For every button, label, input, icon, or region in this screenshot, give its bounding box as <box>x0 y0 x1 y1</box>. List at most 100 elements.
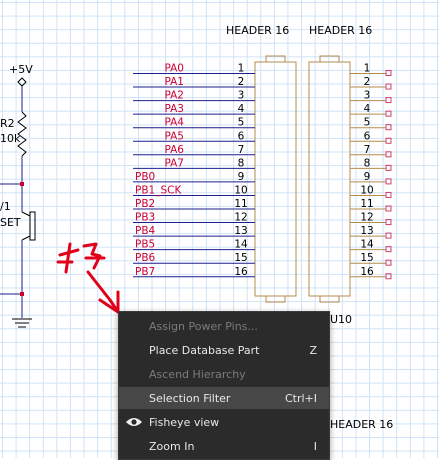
net-label[interactable]: PB7 <box>135 266 155 278</box>
pin-marker[interactable] <box>385 178 392 185</box>
net-label[interactable]: PB3 <box>135 212 155 224</box>
pin-marker[interactable] <box>385 232 392 239</box>
left-pin-number: 4 <box>238 103 245 115</box>
right-pin-number: 5 <box>364 117 371 129</box>
net-label[interactable]: PA6 <box>164 144 184 156</box>
resistor-value: 10k <box>0 132 21 145</box>
net-label[interactable]: PB1_SCK <box>135 184 182 196</box>
left-pin-number: 16 <box>234 266 248 278</box>
pin-marker[interactable] <box>385 219 392 226</box>
right-pin-number: 7 <box>364 144 371 156</box>
pin-marker[interactable] <box>385 191 392 198</box>
left-pin-number: 7 <box>238 144 245 156</box>
pin-marker[interactable] <box>385 246 392 253</box>
right-pin-number: 1 <box>364 63 371 75</box>
left-pin-number: 10 <box>234 184 247 196</box>
left-header-tab-bottom <box>265 295 286 303</box>
net-label[interactable]: PA0 <box>164 63 184 75</box>
left-header-title: HEADER 16 <box>226 24 289 37</box>
net-label[interactable]: PA7 <box>164 157 184 169</box>
pin-marker[interactable] <box>385 151 392 158</box>
pin-marker[interactable] <box>385 70 392 76</box>
pin-marker[interactable] <box>385 273 392 280</box>
right-pin-number: 3 <box>364 90 371 102</box>
right-pin-number: 14 <box>360 239 374 251</box>
left-header-body[interactable] <box>254 61 297 297</box>
net-label[interactable]: PB6 <box>135 252 156 264</box>
right-header-body[interactable] <box>308 61 351 297</box>
net-label[interactable]: PA5 <box>164 130 184 142</box>
left-pin-number: 2 <box>238 76 245 88</box>
pin-marker[interactable] <box>385 137 392 144</box>
left-pin-number: 11 <box>234 198 247 210</box>
pin-marker[interactable] <box>385 83 392 90</box>
left-pin-number: 14 <box>234 239 248 251</box>
left-pin-number: 1 <box>238 63 245 75</box>
net-label[interactable]: PA1 <box>164 76 184 88</box>
left-pin-number: 8 <box>238 157 245 169</box>
pin-marker[interactable] <box>385 124 392 131</box>
menu-item-label: Zoom In <box>149 440 195 453</box>
net-label[interactable]: PA3 <box>164 103 184 115</box>
switch-label: SET <box>0 216 21 229</box>
right-pin-number: 15 <box>360 252 373 264</box>
switch-ref: /1 <box>0 200 11 213</box>
right-header-tab-bottom <box>319 295 340 303</box>
switch-contact-top <box>21 211 31 217</box>
menu-item-label: Assign Power Pins... <box>149 320 258 333</box>
right-pin-number: 16 <box>360 266 374 278</box>
right-pin-number: 9 <box>364 171 371 183</box>
right-pin-number: 8 <box>364 157 371 169</box>
switch-contact-bottom <box>21 235 31 241</box>
pin-marker[interactable] <box>385 97 392 104</box>
menu-item-label: Ascend Hierarchy <box>149 368 246 381</box>
menu-item-fisheye-view[interactable]: Fisheye view <box>119 411 329 433</box>
left-pin-number: 12 <box>234 212 247 224</box>
junction-dot-gnd <box>20 292 24 296</box>
switch-body[interactable] <box>29 211 36 241</box>
left-pin-number: 13 <box>234 225 247 237</box>
net-label[interactable]: PB2 <box>135 198 155 210</box>
junction-dot <box>20 182 24 186</box>
net-label[interactable]: PA2 <box>164 90 184 102</box>
vcc-label: +5V <box>9 63 33 76</box>
net-label[interactable]: PB4 <box>135 225 156 237</box>
resistor-ref: R2 <box>0 117 15 130</box>
pin-marker[interactable] <box>385 110 392 117</box>
pin-marker[interactable] <box>385 259 392 266</box>
left-pin-number: 15 <box>234 252 247 264</box>
left-pin-number: 9 <box>238 171 245 183</box>
eye-icon <box>125 416 143 428</box>
right-pin-number: 13 <box>360 225 373 237</box>
menu-item-assign-power-pins[interactable]: Assign Power Pins... <box>119 315 329 337</box>
pin-marker[interactable] <box>385 164 392 171</box>
menu-item-ascend-hierarchy[interactable]: Ascend Hierarchy <box>119 363 329 385</box>
right-header-title: HEADER 16 <box>309 24 372 37</box>
net-label[interactable]: PB5 <box>135 239 155 251</box>
menu-item-label: Selection Filter <box>149 392 231 405</box>
net-label[interactable]: PB0 <box>135 171 155 183</box>
left-header-tab-top <box>265 55 286 63</box>
pin-marker[interactable] <box>385 205 392 212</box>
bottom-header-ref: U10 <box>330 313 352 326</box>
left-pin-number: 3 <box>238 90 245 102</box>
bottom-header-title: HEADER 16 <box>330 418 393 431</box>
net-label[interactable]: PA4 <box>164 117 184 129</box>
right-pin-number: 11 <box>360 198 373 210</box>
right-pin-number: 4 <box>364 103 371 115</box>
right-pin-number: 2 <box>364 76 371 88</box>
resistor-r2[interactable] <box>17 111 27 157</box>
right-pin-number: 6 <box>364 130 371 142</box>
menu-item-label: Fisheye view <box>149 416 220 429</box>
vcc-symbol[interactable] <box>17 77 27 87</box>
menu-item-zoom-in[interactable]: Zoom In I <box>119 435 329 457</box>
menu-item-label: Place Database Part <box>149 344 260 357</box>
menu-item-shortcut: I <box>313 440 317 453</box>
left-pin-number: 5 <box>238 117 245 129</box>
left-pin-number: 6 <box>238 130 245 142</box>
